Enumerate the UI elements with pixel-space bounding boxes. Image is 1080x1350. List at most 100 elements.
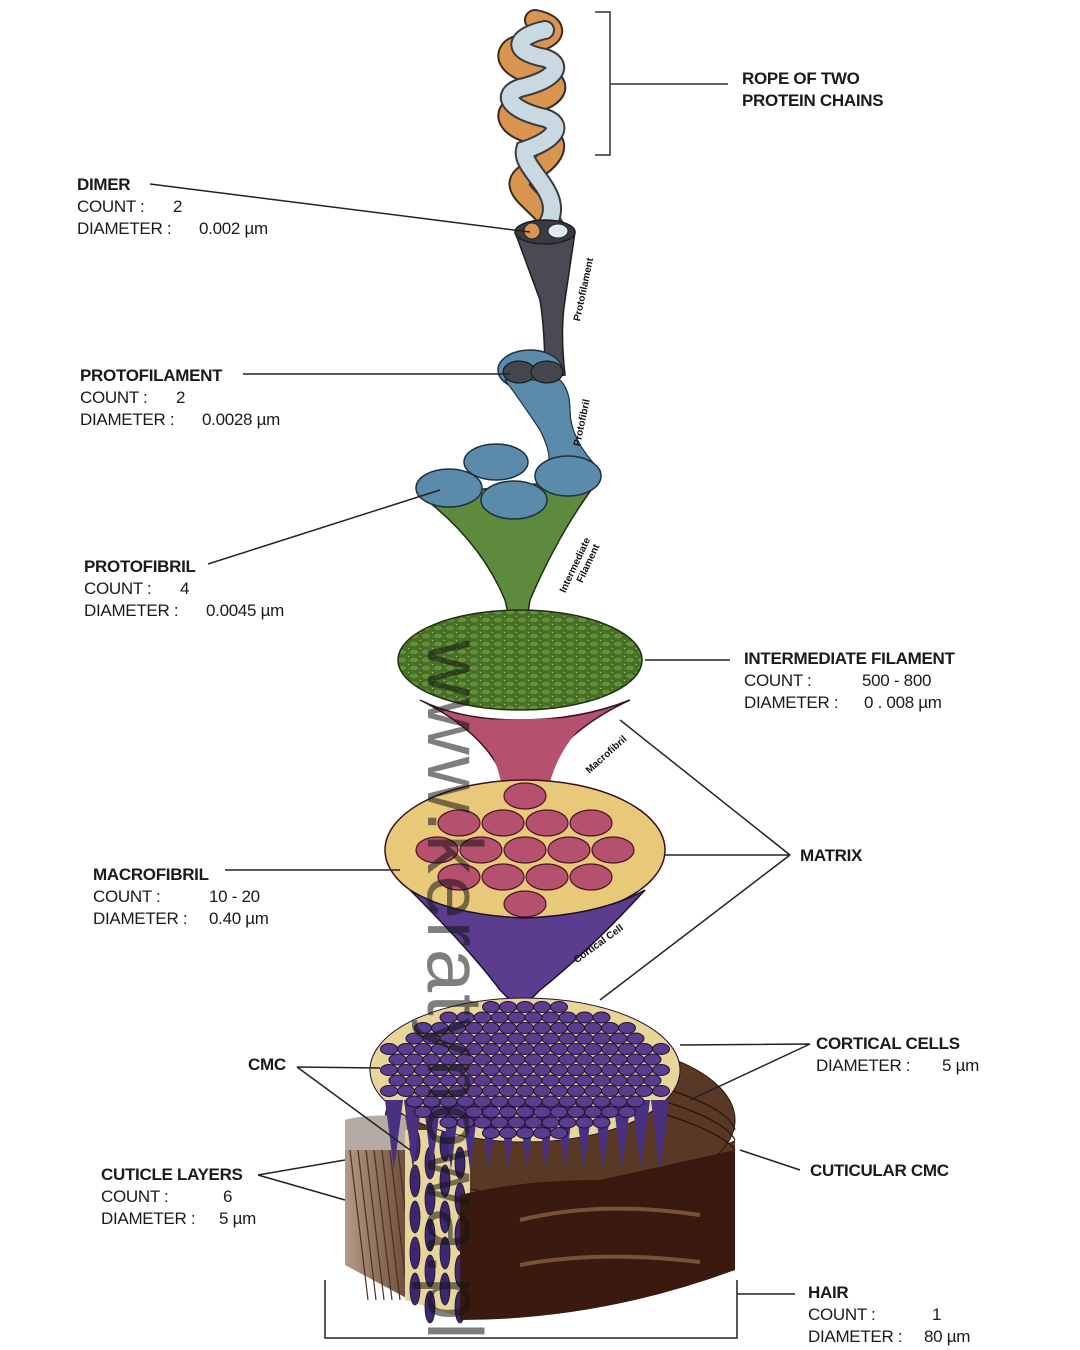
cortical-cell-unit: [618, 1085, 636, 1097]
cortical-cell-unit: [516, 1043, 534, 1055]
cortical-cell-unit: [541, 1011, 560, 1024]
cortical-cell-unit: [609, 1053, 628, 1066]
cortical-cell-unit: [652, 1064, 670, 1076]
cortical-cell-unit: [618, 1106, 636, 1118]
label-cuticular-cmc: CUTICULAR CMC: [810, 1160, 949, 1182]
cortical-cell-unit: [643, 1053, 662, 1066]
cortical-cell-unit: [592, 1116, 611, 1129]
watermark: www.keratynowa.pl: [411, 640, 499, 1342]
protofilament-shape: [514, 219, 576, 379]
cortical-cell-unit: [601, 1106, 619, 1118]
hair-count-value: 1: [932, 1305, 942, 1324]
cortical-cell-unit: [609, 1095, 628, 1108]
cortical-cell-unit: [533, 1064, 551, 1076]
cortical-cell-unit: [558, 1032, 577, 1045]
cortical-cell-unit: [635, 1043, 653, 1055]
cortex-spindle-cell: [424, 1218, 436, 1252]
macrofibril-unit: [503, 782, 547, 810]
cortical-cell-unit: [592, 1095, 611, 1108]
cortical-cell-unit: [507, 1074, 526, 1087]
macrofibril-unit: [481, 863, 525, 891]
cortical-cell-unit: [558, 1074, 577, 1087]
label-cuticle-layers-title: CUTICLE LAYERS: [101, 1165, 243, 1184]
cortical-cell-unit: [567, 1043, 585, 1055]
cortical-cell-unit: [524, 1116, 543, 1129]
cortical-cell-unit: [575, 1032, 594, 1045]
macrofibril-unit: [591, 836, 635, 864]
cortical-cell-unit: [516, 1127, 534, 1139]
cortical-cell-unit: [550, 1064, 568, 1076]
cortex-spindle-cell: [439, 1272, 451, 1306]
cortical-cell-body: [651, 1100, 669, 1170]
cortical-cell-unit: [533, 1043, 551, 1055]
macrofibril-unit: [569, 809, 613, 837]
cortical-cell-unit: [635, 1085, 653, 1097]
dimer-count-key: COUNT :: [77, 197, 145, 216]
label-cortical-cells: CORTICAL CELLS DIAMETER :5 µm: [816, 1033, 979, 1077]
cortical-cell-body: [632, 1100, 650, 1170]
cortex-spindle-cell: [439, 1164, 451, 1198]
label-rope-line2: PROTEIN CHAINS: [742, 91, 884, 110]
cortical-cell-unit: [524, 1011, 543, 1024]
cortex-spindle-cell: [424, 1182, 436, 1216]
cuticle-count-value: 6: [223, 1187, 233, 1206]
cortical-cell-unit: [507, 1116, 526, 1129]
cortical-cell-unit: [507, 1011, 526, 1024]
cortical-cell-unit: [592, 1032, 611, 1045]
protofilament-diameter-value: 0.0028 µm: [202, 410, 280, 429]
cortical-cell-unit: [499, 1127, 517, 1139]
macrofibril-unit: [415, 836, 459, 864]
dimer-count-value: 2: [173, 197, 183, 216]
cortical-cell-unit: [567, 1085, 585, 1097]
dimer-diameter-value: 0.002 µm: [199, 219, 268, 238]
cortical-cell-unit: [558, 1011, 577, 1024]
cortical-cell-unit: [558, 1095, 577, 1108]
cortical-cell-unit: [567, 1064, 585, 1076]
macrofibril-unit: [459, 836, 503, 864]
label-macrofibril: MACROFIBRIL COUNT :10 - 20 DIAMETER :0.4…: [93, 864, 269, 930]
cortical-cell-unit: [626, 1032, 645, 1045]
macrofibril-unit: [437, 863, 481, 891]
cortical-cell-body: [385, 1100, 403, 1170]
label-rope: ROPE OF TWO PROTEIN CHAINS: [742, 68, 884, 112]
label-protofibril-title: PROTOFIBRIL: [84, 557, 196, 576]
macrofibril-unit: [503, 836, 547, 864]
cortical-cell-unit: [516, 1064, 534, 1076]
cortical-cell-unit: [533, 1085, 551, 1097]
label-hair-title: HAIR: [808, 1283, 849, 1302]
cortex-spindle-cell: [454, 1146, 466, 1180]
cortical-cell-unit: [533, 1127, 551, 1139]
if-count-value: 500 - 800: [862, 671, 932, 690]
cortical-cell-unit: [533, 1001, 551, 1013]
cortical-cell-unit: [592, 1011, 611, 1024]
cortical-cell-unit: [499, 1064, 517, 1076]
cortical-cell-unit: [643, 1074, 662, 1087]
cortical-cell-unit: [388, 1053, 407, 1066]
cortical-cell-unit: [533, 1022, 551, 1034]
cuticle-scale-line: [349, 1149, 369, 1301]
cortical-cell-cone: [409, 889, 646, 1012]
cortical-cell-unit: [516, 1085, 534, 1097]
cortical-cell-unit: [541, 1074, 560, 1087]
cortex-spindle-cell: [439, 1200, 451, 1234]
cortical-cells-diameter-key: DIAMETER :: [816, 1056, 911, 1075]
label-dimer-title: DIMER: [77, 175, 131, 194]
cortical-cell-unit: [584, 1106, 602, 1118]
cortical-cell-unit: [584, 1085, 602, 1097]
cortex-spindle-cell: [439, 1236, 451, 1270]
cortical-cell-unit: [584, 1043, 602, 1055]
cortex-spindle-cell: [424, 1290, 436, 1324]
label-cuticular-cmc-title: CUTICULAR CMC: [810, 1161, 949, 1180]
cortical-cell-unit: [567, 1022, 585, 1034]
cortex-spindle-cell: [409, 1200, 421, 1234]
cortex-spindle-cell: [409, 1236, 421, 1270]
cortical-cell-unit: [575, 1011, 594, 1024]
macrofibril-diameter-value: 0.40 µm: [209, 909, 269, 928]
if-count-key: COUNT :: [744, 671, 812, 690]
intermediate-filament-shape: [415, 443, 602, 666]
protofibril-count-key: COUNT :: [84, 579, 152, 598]
cortical-cell-unit: [516, 1001, 534, 1013]
cortical-cell-unit: [592, 1074, 611, 1087]
cortical-cell-unit: [618, 1043, 636, 1055]
